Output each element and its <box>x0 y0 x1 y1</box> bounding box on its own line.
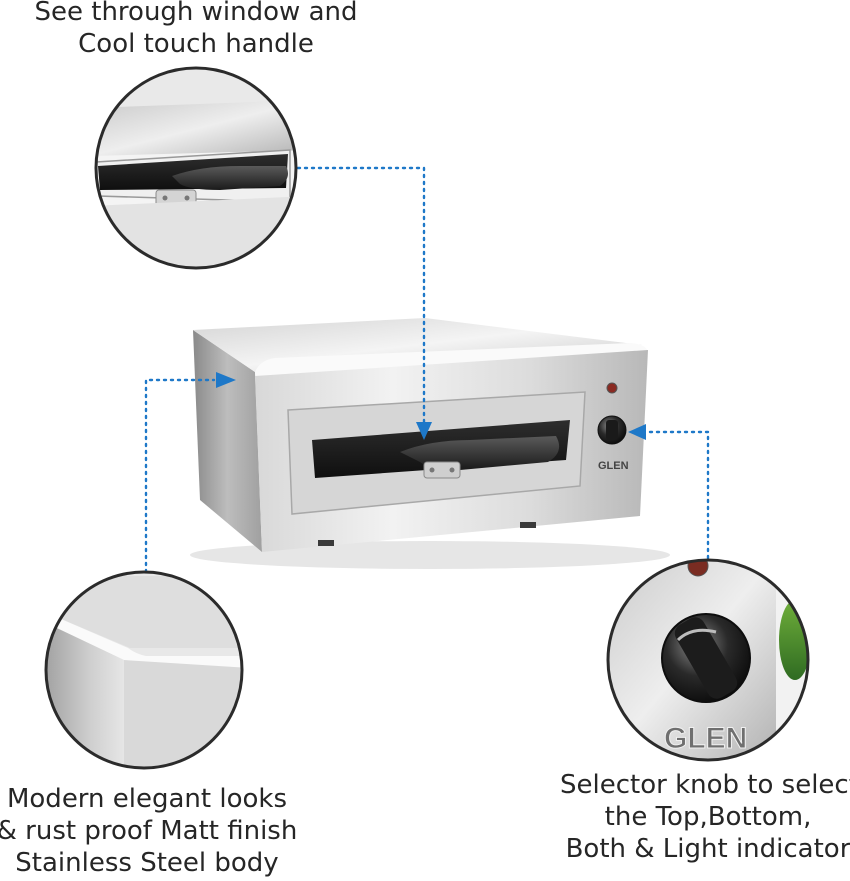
callout-line-window <box>296 166 426 424</box>
caption-line: Selector knob to select <box>560 770 850 800</box>
caption-line: See through window and <box>34 0 358 27</box>
indicator-light <box>606 382 618 394</box>
detail-circle-knob: GLEN <box>606 558 810 762</box>
knob-brand-logo: GLEN <box>664 722 747 755</box>
caption-line: Cool touch handle <box>78 29 314 59</box>
caption-line: Modern elegant looks <box>6 784 288 814</box>
oven-body: GLEN <box>190 318 670 569</box>
caption-line: Stainless Steel body <box>15 848 279 878</box>
callout-line-body <box>144 378 216 574</box>
caption-line: the Top,Bottom, <box>604 802 812 832</box>
caption-selector-knob: Selector knob to select the Top,Bottom, … <box>560 769 850 865</box>
detail-circle-window <box>94 66 298 270</box>
callout-arrowheads <box>216 372 646 440</box>
caption-line: Both & Light indicator <box>565 834 850 864</box>
arrowhead-down <box>416 422 432 440</box>
callout-lines <box>144 166 710 574</box>
arrowhead-right <box>216 372 236 388</box>
selector-knob <box>597 415 627 445</box>
arrowhead-left <box>628 424 646 440</box>
brand-logo: GLEN <box>598 460 629 472</box>
caption-steel-body: Modern elegant looks & rust proof Matt f… <box>0 783 302 879</box>
detail-circle-body <box>44 570 244 770</box>
callout-line-knob <box>644 430 710 560</box>
caption-window-handle: See through window and Cool touch handle <box>0 0 392 60</box>
caption-line: & rust proof Matt finish <box>0 816 298 846</box>
